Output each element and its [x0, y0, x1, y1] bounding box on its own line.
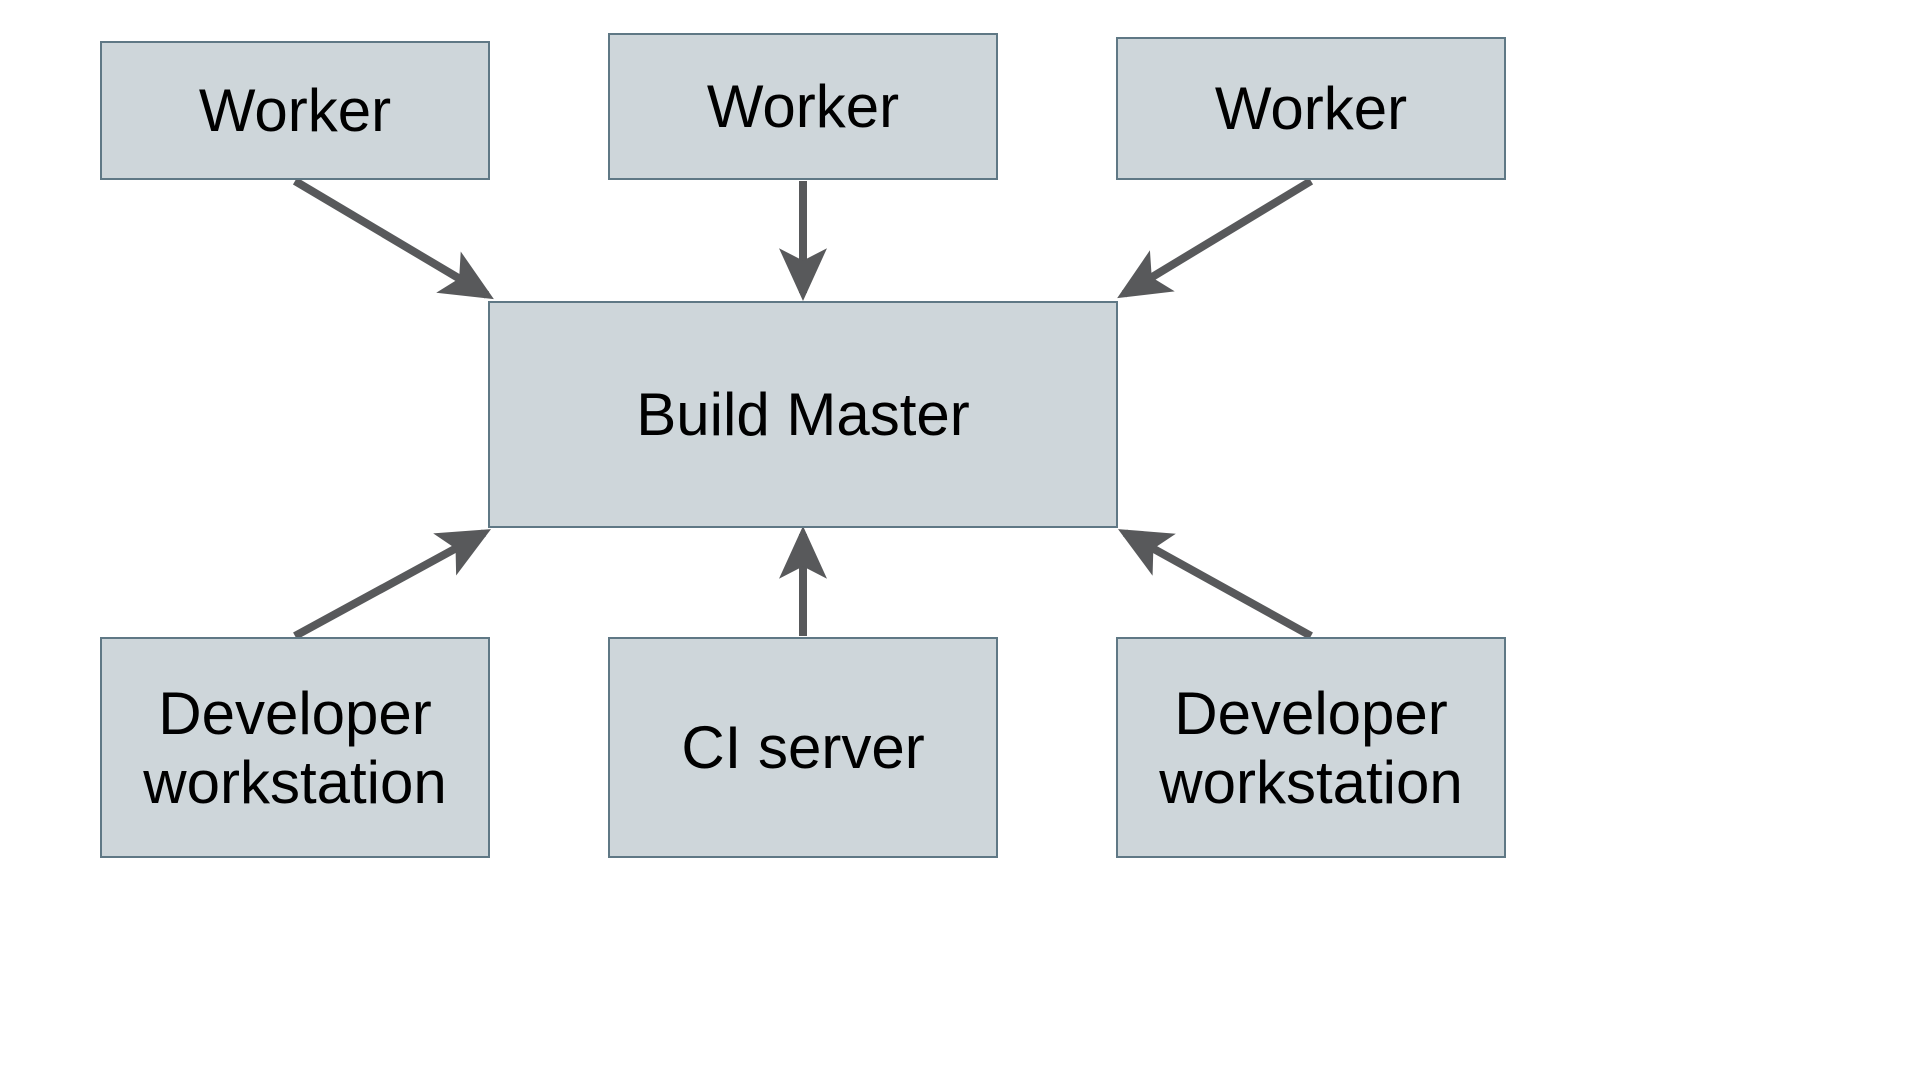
node-worker-3[interactable]: Worker [1116, 37, 1506, 180]
node-worker-1[interactable]: Worker [100, 41, 490, 180]
edge-worker3-to-build-master [1117, 177, 1314, 299]
node-developer-workstation-left[interactable]: Developer workstation [100, 637, 490, 858]
node-worker-2[interactable]: Worker [608, 33, 998, 180]
node-ci-server-label: CI server [681, 714, 925, 781]
edge-worker1-to-build-master [292, 177, 494, 300]
node-developer-workstation-right-label: Developer workstation [1159, 679, 1463, 816]
edge-devws2-to-build-master [1118, 529, 1313, 640]
node-developer-workstation-right[interactable]: Developer workstation [1116, 637, 1506, 858]
edge-devws1-to-build-master [293, 529, 492, 640]
node-ci-server[interactable]: CI server [608, 637, 998, 858]
node-worker-2-label: Worker [706, 73, 900, 140]
node-build-master-label: Build Master [636, 381, 970, 448]
node-developer-workstation-left-label: Developer workstation [143, 679, 447, 816]
node-worker-1-label: Worker [198, 77, 392, 144]
node-build-master[interactable]: Build Master [488, 301, 1118, 528]
node-worker-3-label: Worker [1214, 75, 1408, 142]
